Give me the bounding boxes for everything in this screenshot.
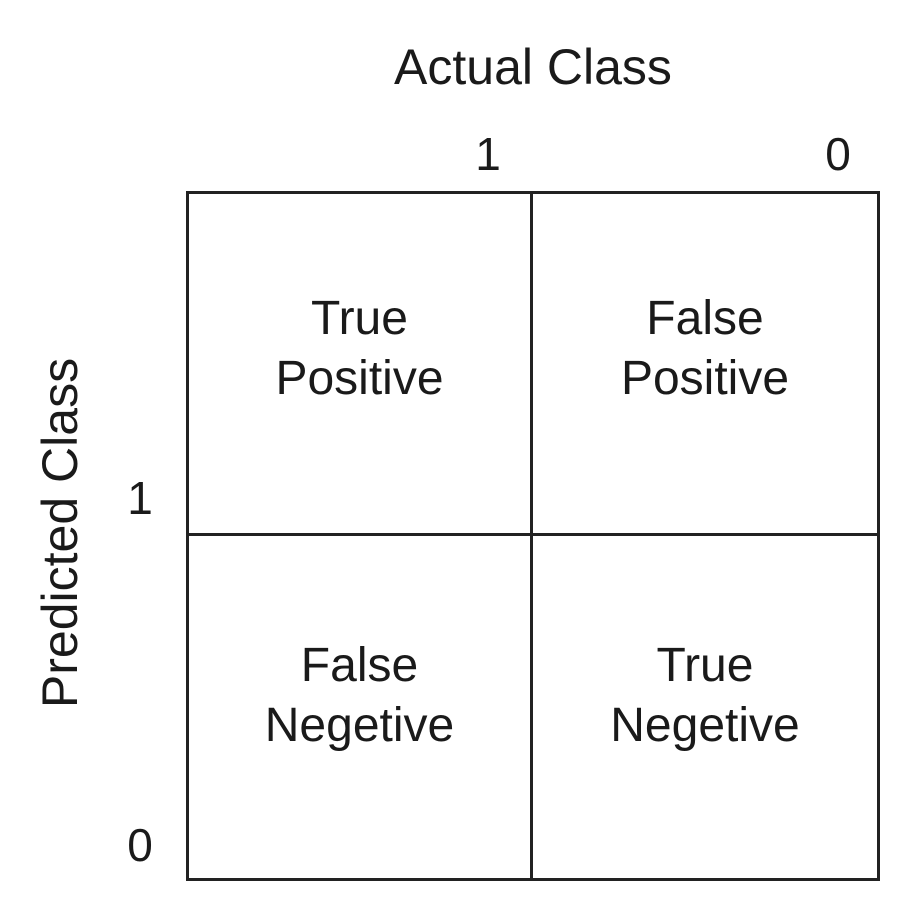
- cell-text: False Negetive: [265, 636, 454, 756]
- cell-text: False Positive: [621, 289, 789, 409]
- cell-line: False: [300, 639, 419, 692]
- cell-line: True: [311, 292, 408, 345]
- predicted-class-label-0: 0: [127, 819, 153, 871]
- cell-text: True Positive: [275, 289, 443, 409]
- cell-line: Negetive: [610, 699, 800, 752]
- cell-false-negative: False Negetive: [189, 536, 533, 878]
- cell-line: True: [656, 639, 754, 692]
- predicted-class-label-1: 1: [127, 472, 153, 524]
- cell-line: False: [646, 292, 764, 345]
- cell-line: Positive: [620, 352, 790, 405]
- actual-class-label-1: 1: [475, 128, 501, 180]
- actual-class-title: Actual Class: [394, 39, 672, 95]
- cell-line: Positive: [275, 352, 444, 405]
- cell-false-positive: False Positive: [533, 194, 877, 536]
- actual-class-label-0: 0: [825, 128, 851, 180]
- predicted-class-title: Predicted Class: [32, 357, 88, 709]
- cell-true-positive: True Positive: [189, 194, 533, 536]
- cell-line: Negetive: [264, 699, 455, 752]
- matrix-grid: True Positive False Positive False Neget…: [186, 191, 880, 881]
- cell-true-negative: True Negetive: [533, 536, 877, 878]
- cell-text: True Negetive: [610, 636, 799, 756]
